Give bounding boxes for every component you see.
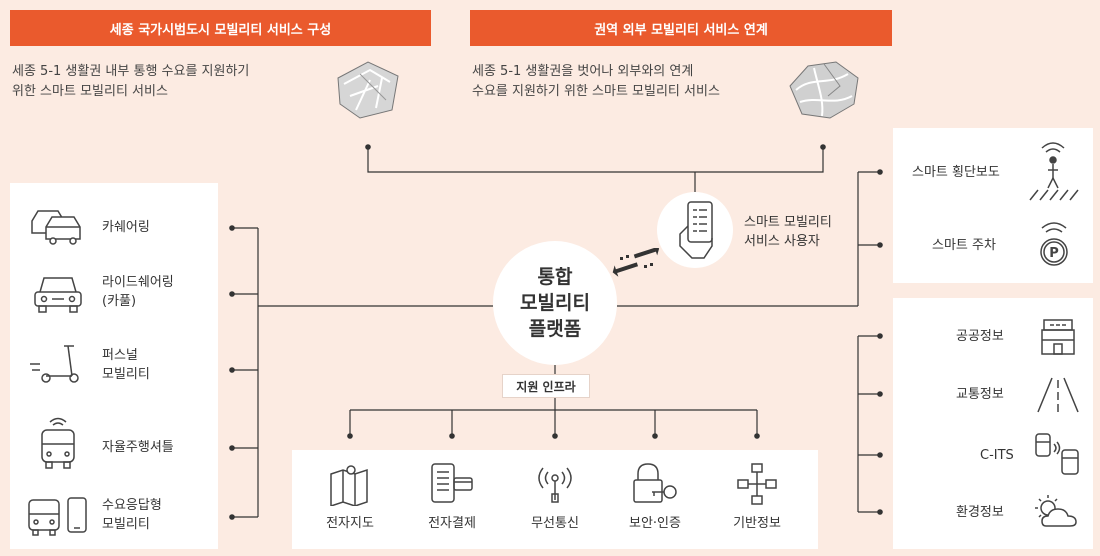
right-info-1-label: 공공정보 <box>956 329 1004 344</box>
right-header-title: 권역 외부 모빌리티 서비스 연계 <box>594 22 768 38</box>
support-infrastructure-label: 지원 인프라 <box>502 374 590 398</box>
network-icon <box>737 463 777 505</box>
kick-scooter-icon <box>30 345 79 383</box>
ride-sharing-car-icon <box>34 277 82 313</box>
right-info-4-label: 환경정보 <box>956 505 1004 520</box>
hub-line1: 통합 <box>537 266 573 288</box>
autonomous-shuttle-icon <box>41 417 75 469</box>
user-line2: 서비스 사용자 <box>744 234 820 249</box>
right-top-2: 스마트 주차 <box>932 236 996 255</box>
hub-line2: 모빌리티 <box>520 292 590 314</box>
right-desc-line1: 세종 5-1 생활권을 벗어나 외부와의 연계 <box>472 64 694 79</box>
infra-5: 기반정보 <box>716 514 798 533</box>
infra-2-label: 전자결제 <box>428 516 476 531</box>
right-info-2-label: 교통정보 <box>956 387 1004 402</box>
left-service-3-label: 퍼스널 <box>102 348 138 363</box>
left-service-2-sublabel: (카풀) <box>102 294 137 309</box>
right-info-2: 교통정보 <box>956 385 1004 404</box>
right-header-bar: 권역 외부 모빌리티 서비스 연계 <box>470 10 892 46</box>
right-info-3: C-ITS <box>980 446 1014 465</box>
right-top-panel <box>893 128 1093 283</box>
left-service-2: 라이드쉐어링 (카풀) <box>102 273 174 311</box>
infra-1: 전자지도 <box>309 514 391 533</box>
left-header-title: 세종 국가시범도시 모빌리티 서비스 구성 <box>109 22 332 38</box>
user-line1: 스마트 모빌리티 <box>744 215 832 230</box>
left-desc-line1: 세종 5-1 생활권 내부 통행 수요를 지원하기 <box>12 64 250 79</box>
left-service-3: 퍼스널 모빌리티 <box>102 346 150 384</box>
right-info-4: 환경정보 <box>956 503 1004 522</box>
left-desc-line2: 위한 스마트 모빌리티 서비스 <box>12 84 168 99</box>
right-header-description: 세종 5-1 생활권을 벗어나 외부와의 연계 수요를 지원하기 위한 스마트 … <box>472 62 720 102</box>
left-service-5-sublabel: 모빌리티 <box>102 517 150 532</box>
right-desc-line2: 수요를 지원하기 위한 스마트 모빌리티 서비스 <box>472 84 720 99</box>
right-top-1-label: 스마트 횡단보도 <box>912 165 1000 180</box>
support-label-text: 지원 인프라 <box>516 379 576 394</box>
smart-crosswalk-icon <box>1029 142 1079 201</box>
infra-3-label: 무선통신 <box>531 516 579 531</box>
hub-line3: 플랫폼 <box>528 318 582 340</box>
wireless-icon <box>538 467 572 503</box>
mobility-user-label: 스마트 모빌리티 서비스 사용자 <box>744 213 832 251</box>
integrated-mobility-platform-hub: 통합 모빌리티 플랫폼 <box>493 241 617 365</box>
infra-3: 무선통신 <box>514 514 596 533</box>
security-icon <box>633 463 677 503</box>
right-info-3-label: C-ITS <box>980 448 1014 463</box>
left-header-bar: 세종 국가시범도시 모빌리티 서비스 구성 <box>10 10 431 46</box>
public-building-icon <box>1041 319 1075 355</box>
left-service-4: 자율주행셔틀 <box>102 438 174 457</box>
car-sharing-icon <box>31 210 81 245</box>
local-area-map-icon <box>337 61 399 119</box>
left-service-2-label: 라이드쉐어링 <box>102 275 174 290</box>
weather-icon <box>1035 495 1077 527</box>
exchange-arrows-icon <box>612 248 660 277</box>
left-service-3-sublabel: 모빌리티 <box>102 367 150 382</box>
right-top-1: 스마트 횡단보도 <box>912 163 1000 182</box>
payment-icon <box>431 463 473 503</box>
right-info-1: 공공정보 <box>956 327 1004 346</box>
left-header-description: 세종 5-1 생활권 내부 통행 수요를 지원하기 위한 스마트 모빌리티 서비… <box>12 62 249 102</box>
left-service-5-label: 수요응답형 <box>102 498 162 513</box>
infra-1-label: 전자지도 <box>326 516 374 531</box>
smart-parking-icon: P <box>1040 222 1068 266</box>
smartphone-hand-icon <box>679 201 713 259</box>
left-service-1: 카쉐어링 <box>102 218 150 237</box>
regional-map-icon <box>789 61 859 119</box>
right-top-2-label: 스마트 주차 <box>932 238 996 253</box>
infra-5-label: 기반정보 <box>733 516 781 531</box>
infra-4: 보안·인증 <box>614 514 696 533</box>
left-services-panel <box>10 183 218 549</box>
user-circle <box>657 192 733 268</box>
connected-cars-icon <box>1035 433 1079 475</box>
svg-text:P: P <box>1049 246 1059 261</box>
map-icon <box>330 465 368 506</box>
bus-phone-icon <box>28 497 87 536</box>
left-service-4-label: 자율주행셔틀 <box>102 440 174 455</box>
infra-2: 전자결제 <box>411 514 493 533</box>
left-service-1-label: 카쉐어링 <box>102 220 150 235</box>
left-service-5: 수요응답형 모빌리티 <box>102 496 162 534</box>
road-icon <box>1037 377 1079 413</box>
infra-4-label: 보안·인증 <box>629 516 681 531</box>
